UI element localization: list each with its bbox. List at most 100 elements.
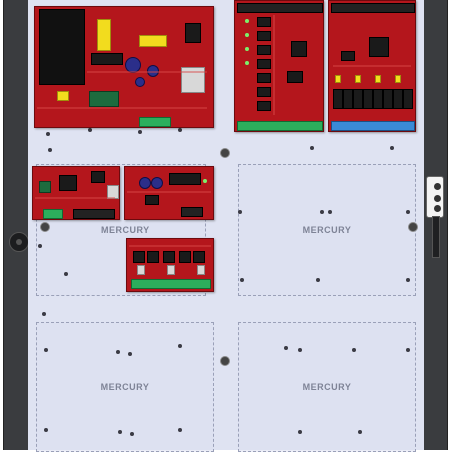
status-led-icon (203, 179, 207, 183)
mounting-hole-icon (352, 348, 356, 352)
mounting-zone-right-middle[interactable]: MERCURY (238, 164, 416, 296)
hinge-icon (9, 232, 29, 252)
ic-chip (185, 23, 201, 43)
relay (257, 59, 271, 69)
terminal-block-top[interactable] (237, 3, 323, 13)
relay (353, 89, 363, 109)
status-led-icon (245, 33, 249, 37)
mounting-hole-icon (358, 430, 362, 434)
fuse (167, 265, 175, 275)
mounting-hole-icon (44, 428, 48, 432)
mounting-hole-icon (44, 348, 48, 352)
mounting-hole-icon (390, 146, 394, 150)
terminal-block-bottom[interactable] (237, 121, 323, 131)
fuse (395, 75, 401, 83)
mounting-zone-right-bottom[interactable]: MERCURY (238, 322, 416, 452)
mounting-stud-icon (408, 222, 418, 232)
yellow-capacitor (57, 91, 69, 101)
latch-hole-icon (434, 183, 441, 190)
yellow-capacitor (139, 35, 167, 47)
ic-chip (369, 37, 389, 57)
pcb-trace (127, 191, 211, 193)
mounting-stud-icon (220, 356, 230, 366)
ic-chip (91, 53, 123, 65)
terminal-block[interactable] (139, 117, 171, 127)
mounting-hole-icon (178, 128, 182, 132)
mounting-hole-icon (88, 128, 92, 132)
mounting-hole-icon (284, 346, 288, 350)
interface-board[interactable] (124, 166, 214, 220)
output-relay-board-b[interactable] (328, 0, 416, 132)
ic-chip (91, 171, 105, 183)
ic-chip (287, 71, 303, 83)
ic-chip (291, 41, 307, 57)
pcb-trace (273, 15, 275, 115)
mounting-stud-icon (220, 148, 230, 158)
reader-interface-board[interactable] (126, 238, 214, 292)
mounting-hole-icon (138, 130, 142, 134)
ic-chip (133, 251, 145, 263)
mounting-hole-icon (130, 432, 134, 436)
latch-plate (426, 176, 444, 218)
transformer-block (39, 9, 85, 85)
controller-board[interactable] (32, 166, 120, 220)
relay (373, 89, 383, 109)
terminal-block[interactable] (73, 209, 115, 219)
fuse (375, 75, 381, 83)
status-led-icon (245, 19, 249, 23)
mounting-zone-left-bottom[interactable]: MERCURY (36, 322, 214, 452)
ic-chip (147, 251, 159, 263)
latch-bar (432, 216, 440, 258)
capacitor (135, 77, 145, 87)
mounting-hole-icon (310, 146, 314, 150)
terminal-block-top[interactable] (331, 3, 415, 13)
terminal-block[interactable] (131, 279, 211, 289)
mounting-hole-icon (42, 312, 46, 316)
relay (257, 31, 271, 41)
door-latch[interactable] (424, 168, 446, 260)
terminal-block[interactable] (181, 207, 203, 217)
pcb-trace (87, 71, 207, 73)
relay (393, 89, 403, 109)
relay (257, 73, 271, 83)
mounting-hole-icon (238, 210, 242, 214)
latch-hole-icon (434, 195, 441, 202)
zone-label: MERCURY (302, 225, 352, 235)
mounting-hole-icon (46, 132, 50, 136)
pcb-trace (37, 107, 207, 109)
capacitor (147, 65, 159, 77)
relay (257, 45, 271, 55)
status-led-icon (245, 61, 249, 65)
status-led-icon (245, 47, 249, 51)
relay (257, 17, 271, 27)
fuse (197, 265, 205, 275)
capacitor (139, 177, 151, 189)
mounting-hole-icon (298, 348, 302, 352)
output-relay-board-a[interactable] (234, 0, 324, 132)
mounting-hole-icon (298, 430, 302, 434)
mounting-hole-icon (64, 272, 68, 276)
mounting-hole-icon (320, 210, 324, 214)
network-port[interactable] (107, 185, 119, 199)
pcb-trace (333, 65, 411, 67)
terminal-block-bottom[interactable] (331, 121, 415, 131)
mounting-hole-icon (406, 210, 410, 214)
zone-label: MERCURY (100, 382, 150, 392)
relay (257, 101, 271, 111)
daughter-board (39, 181, 51, 193)
mounting-hole-icon (178, 428, 182, 432)
mounting-hole-icon (178, 344, 182, 348)
mounting-hole-icon (240, 278, 244, 282)
mounting-hole-icon (116, 350, 120, 354)
mounting-hole-icon (48, 148, 52, 152)
ic-chip (169, 173, 201, 185)
fuse (137, 265, 145, 275)
mounting-hole-icon (38, 244, 42, 248)
relay (333, 89, 343, 109)
mounting-hole-icon (118, 430, 122, 434)
transformer (181, 67, 205, 93)
relay (403, 89, 413, 109)
power-supply-board[interactable] (34, 6, 214, 128)
capacitor (125, 57, 141, 73)
terminal-block[interactable] (43, 209, 63, 219)
